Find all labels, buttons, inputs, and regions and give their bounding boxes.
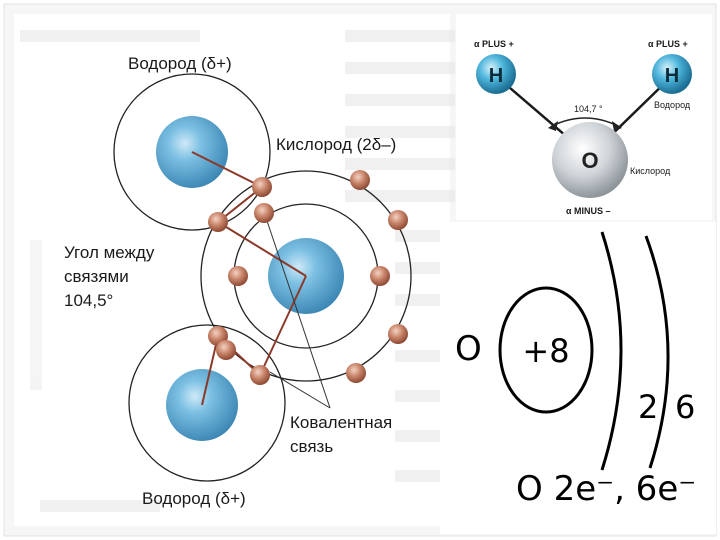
h-right-charge: α PLUS +: [648, 39, 688, 49]
covalent-bond-bottom: [201, 275, 307, 406]
angle-label-line2: связями: [64, 267, 129, 286]
electron: [388, 324, 408, 344]
hydrogen-top-label: Водород (δ+): [128, 54, 232, 73]
electron: [250, 365, 270, 385]
h-left-symbol: H: [489, 65, 503, 87]
hydrogen-caption: Водород: [654, 100, 691, 110]
h-right-symbol: H: [665, 65, 679, 87]
electron: [370, 266, 390, 286]
electron: [346, 363, 366, 383]
angle-label-line3: 104,5°: [64, 291, 113, 310]
electron: [252, 177, 272, 197]
shell-arc-2: [644, 235, 670, 469]
covalent-pointer-1: [261, 205, 331, 409]
electron: [388, 210, 408, 230]
left-molecule-diagram: Водород (δ+) Кислород (2δ–) Угол между с…: [64, 54, 412, 508]
element-symbol: O: [455, 329, 482, 369]
right-bottom-panel: [440, 222, 716, 534]
electron-formula: O 2e⁻, 6e⁻: [516, 469, 696, 509]
covalent-bond-top: [191, 151, 307, 277]
shell-arc-1: [600, 231, 623, 471]
oxygen-atom: [552, 122, 628, 198]
angle-value: 104,7 °: [574, 104, 603, 114]
covalent-pointer-2: [269, 371, 331, 409]
arc-arrow-right: [612, 121, 622, 131]
hydrogen-top-orbit: [113, 73, 271, 231]
oxygen-outer-orbit: [200, 170, 412, 382]
electron: [350, 170, 370, 190]
shell2-count: 6: [675, 388, 695, 426]
hydrogen-left-atom: [476, 54, 516, 94]
electron: [216, 340, 236, 360]
covalent-label-line1: Ковалентная: [290, 413, 392, 432]
right-top-molecule: H H O α PLUS + α PLUS + 104,7 ° Водород …: [456, 14, 712, 220]
hydrogen-bottom-label: Водород (δ+): [142, 489, 246, 508]
right-bottom-shell-diagram: O +8 2 6 O 2e⁻, 6e⁻: [440, 222, 716, 534]
nucleus-circle: [498, 286, 594, 414]
o-charge: α MINUS –: [566, 206, 611, 216]
angle-label-line1: Угол между: [64, 243, 155, 262]
angle-arc: [551, 117, 619, 127]
shell1-count: 2: [638, 388, 658, 426]
electron: [208, 212, 228, 232]
nucleus-charge: +8: [522, 332, 569, 370]
hydrogen-right-atom: [652, 54, 692, 94]
hydrogen-bottom-orbit: [128, 324, 286, 482]
o-symbol: O: [581, 148, 598, 173]
electron: [228, 266, 248, 286]
electrons: [208, 170, 408, 385]
arc-arrow-left: [548, 121, 558, 131]
oxygen-label: Кислород (2δ–): [276, 135, 396, 154]
oxygen-caption: Кислород: [630, 166, 671, 176]
h-left-charge: α PLUS +: [474, 39, 514, 49]
covalent-label-line2: связь: [290, 437, 333, 456]
electron: [254, 203, 274, 223]
